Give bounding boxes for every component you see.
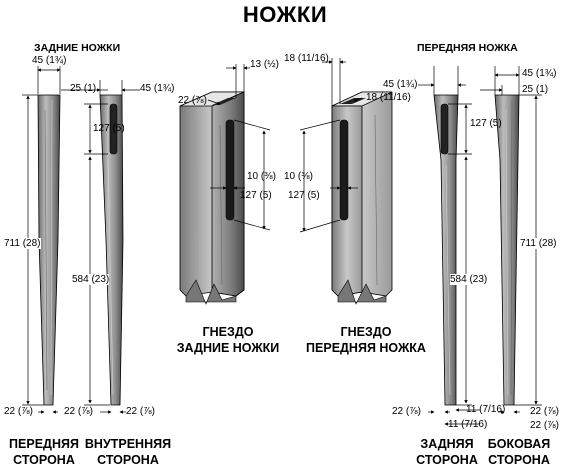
caption-mortise-front-l2: ПЕРЕДНЯЯ НОЖКА [306,341,426,355]
dim-mb-offset: 22 (⅞) [178,95,207,106]
back-legs-heading: ЗАДНИЕ НОЖКИ [34,42,121,54]
caption-lateral-side-l2: СТОРОНА [488,453,550,467]
caption-mortise-back: ГНЕЗДО ЗАДНИЕ НОЖКИ [172,324,284,356]
caption-back-side-l1: ЗАДНЯЯ [420,437,474,451]
dim-fl-side-foot-a: 22 (⅞) [530,406,559,417]
dim-fl-mortise-len: 127 (5) [470,118,502,129]
dim-bl-inner-foot-a: 22 (⅞) [64,406,93,417]
caption-front-side-l1: ПЕРЕДНЯЯ [9,437,79,451]
dim-bl-mortise-len: 127 (5) [93,123,125,134]
caption-mortise-back-l2: ЗАДНИЕ НОЖКИ [176,341,280,355]
caption-lateral-side-l1: БОКОВАЯ [487,437,551,451]
dim-bl-top-width: 45 (1¾) [32,55,67,66]
back-leg-front-view [37,94,61,406]
front-leg-side-view [494,94,520,406]
dim-fl-back-foot: 22 (⅞) [392,406,421,417]
front-leg-back-view [433,94,459,406]
caption-front-side-l2: СТОРОНА [13,453,75,467]
caption-mortise-back-l1: ГНЕЗДО [202,325,254,339]
caption-back-side: ЗАДНЯЯ СТОРОНА [414,436,480,468]
dim-fl-tenon-a: 11 (7/16) [466,404,506,415]
dim-bl-taper-len: 584 (23) [72,274,110,285]
dim-mb-length: 127 (5) [240,190,272,201]
front-leg-mortise-detail [331,91,393,305]
front-leg-heading: ПЕРЕДНЯЯ НОЖКА [417,42,518,54]
caption-back-side-l2: СТОРОНА [416,453,478,467]
dim-bl-side-width: 45 (1¾) [140,83,175,94]
dim-fl-top-width: 45 (1¾) [383,79,418,90]
dim-bl-inner-foot-b: 22 (⅞) [126,406,155,417]
dim-fl-total-len: 711 (28) [520,238,557,249]
dim-fl-side-foot-b: 22 (⅞) [530,420,559,431]
dim-bl-tenon-width: 25 (1) [70,83,97,94]
caption-front-side: ПЕРЕДНЯЯ СТОРОНА [6,436,82,468]
dim-fl-tenon-b: 11 (7/16) [448,419,488,430]
dim-fl-tenon-width: 25 (1) [522,84,549,95]
back-leg-inner-view [99,94,124,406]
dim-mf-offset: 18 (11/16) [284,53,329,64]
dim-fl-side-width: 45 (1¾) [522,68,557,79]
caption-mortise-front: ГНЕЗДО ПЕРЕДНЯЯ НОЖКА [302,324,430,356]
dim-mf-width: 10 (⅜) [284,171,313,182]
caption-inner-side-l2: СТОРОНА [97,453,159,467]
dim-mf-offset-b: 18 (11/16) [366,92,411,103]
caption-inner-side-l1: ВНУТРЕННЯЯ [84,437,172,451]
caption-lateral-side: БОКОВАЯ СТОРОНА [484,436,554,468]
dim-bl-total-len: 711 (28) [4,238,41,249]
caption-mortise-front-l1: ГНЕЗДО [340,325,392,339]
dim-bl-front-foot: 22 (⅞) [4,406,33,417]
dim-mb-depth: 13 (½) [250,59,279,70]
dim-mf-length: 127 (5) [288,190,320,201]
page-title: НОЖКИ [242,2,328,27]
dim-fl-taper-len: 584 (23) [450,274,488,285]
dim-mb-width: 10 (⅜) [247,171,276,182]
caption-inner-side: ВНУТРЕННЯЯ СТОРОНА [84,436,172,468]
back-leg-mortise-detail [179,91,245,305]
front-leg-mortise [440,103,449,155]
back-leg-mortise [109,103,118,155]
